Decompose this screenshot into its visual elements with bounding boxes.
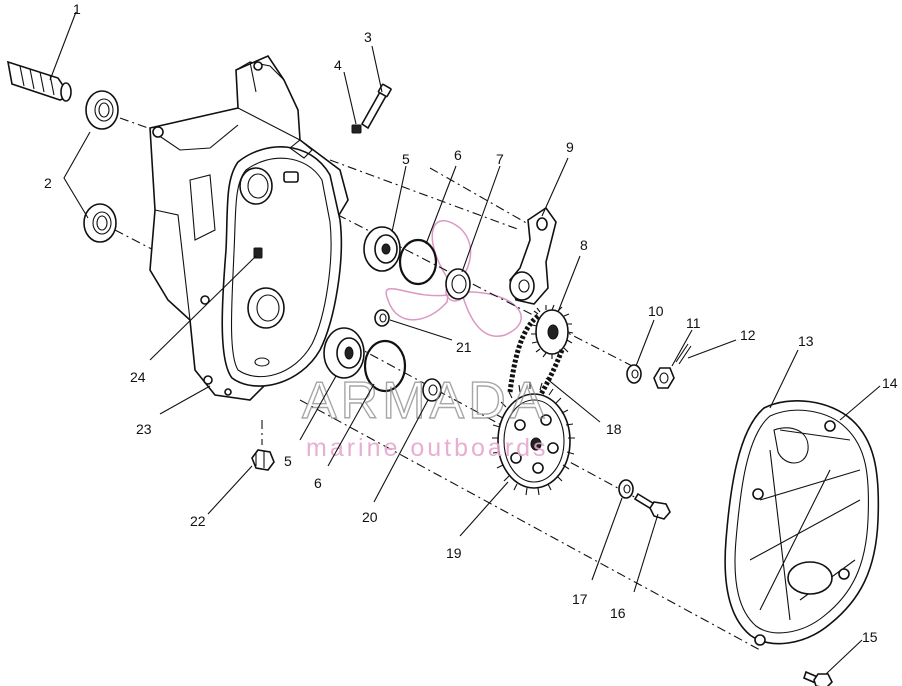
bolt-part-16 bbox=[633, 492, 671, 520]
callout-9: 9 bbox=[566, 139, 574, 155]
callout-3: 3 bbox=[364, 29, 372, 45]
drive-chain-part-18 bbox=[507, 314, 565, 398]
seal-part-2-lower bbox=[83, 203, 117, 243]
callout-6-lower: 6 bbox=[314, 475, 322, 491]
drain-plug-part-22 bbox=[251, 449, 275, 471]
callout-labels: 1 2 3 4 5 6 7 9 8 10 11 12 13 14 15 16 1… bbox=[44, 1, 898, 645]
bolt-part-3 bbox=[360, 83, 392, 130]
watermark-tagline-text: marine outboards bbox=[306, 434, 549, 462]
washer-part-20 bbox=[422, 378, 442, 402]
seal-part-2-upper bbox=[85, 90, 119, 130]
lower-sprocket-part-19 bbox=[492, 382, 575, 496]
watermark-brand-text: ARMADA bbox=[302, 372, 548, 430]
chaincase-housing-part-23 bbox=[149, 54, 349, 401]
bushing-part-21 bbox=[374, 309, 390, 327]
callout-5-upper: 5 bbox=[402, 151, 410, 167]
seal-part-7 bbox=[445, 268, 471, 300]
nut-part-11 bbox=[653, 367, 675, 389]
washer-part-17 bbox=[618, 479, 634, 499]
bearing-part-5-upper bbox=[363, 226, 401, 272]
callout-4: 4 bbox=[334, 57, 342, 73]
nut-part-4 bbox=[351, 124, 362, 134]
callout-11: 11 bbox=[686, 315, 701, 331]
callout-5-lower: 5 bbox=[284, 453, 292, 469]
callout-1: 1 bbox=[73, 1, 81, 17]
callout-6-upper: 6 bbox=[454, 147, 462, 163]
callout-19: 19 bbox=[446, 545, 462, 561]
shaft-part-1 bbox=[6, 60, 72, 102]
snap-ring-part-6-lower bbox=[363, 339, 407, 393]
callout-16: 16 bbox=[610, 605, 626, 621]
callout-15: 15 bbox=[862, 629, 878, 645]
callout-21: 21 bbox=[456, 339, 472, 355]
callout-13: 13 bbox=[798, 333, 814, 349]
snap-ring-part-6-upper bbox=[398, 238, 438, 286]
callout-2: 2 bbox=[44, 175, 52, 191]
washer-part-10 bbox=[626, 364, 642, 384]
callout-20: 20 bbox=[362, 509, 378, 525]
callout-7: 7 bbox=[496, 151, 504, 167]
callout-23: 23 bbox=[136, 421, 152, 437]
bearing-part-5-lower bbox=[323, 327, 365, 379]
leader-lines bbox=[49, 11, 881, 675]
cotter-pin-part-12 bbox=[675, 343, 692, 365]
upper-sprocket-part-8 bbox=[531, 304, 574, 359]
callout-17: 17 bbox=[572, 591, 588, 607]
stud-part-24 bbox=[253, 247, 263, 259]
cover-bolt-part-15 bbox=[803, 670, 833, 686]
callout-22: 22 bbox=[190, 513, 206, 529]
callout-8: 8 bbox=[580, 237, 588, 253]
callout-10: 10 bbox=[648, 303, 664, 319]
callout-18: 18 bbox=[606, 421, 622, 437]
callout-14: 14 bbox=[882, 375, 898, 391]
tensioner-arm-part-9 bbox=[509, 206, 557, 305]
chaincase-cover-part-14 bbox=[724, 400, 880, 646]
callout-12: 12 bbox=[740, 327, 756, 343]
callout-24: 24 bbox=[130, 369, 146, 385]
